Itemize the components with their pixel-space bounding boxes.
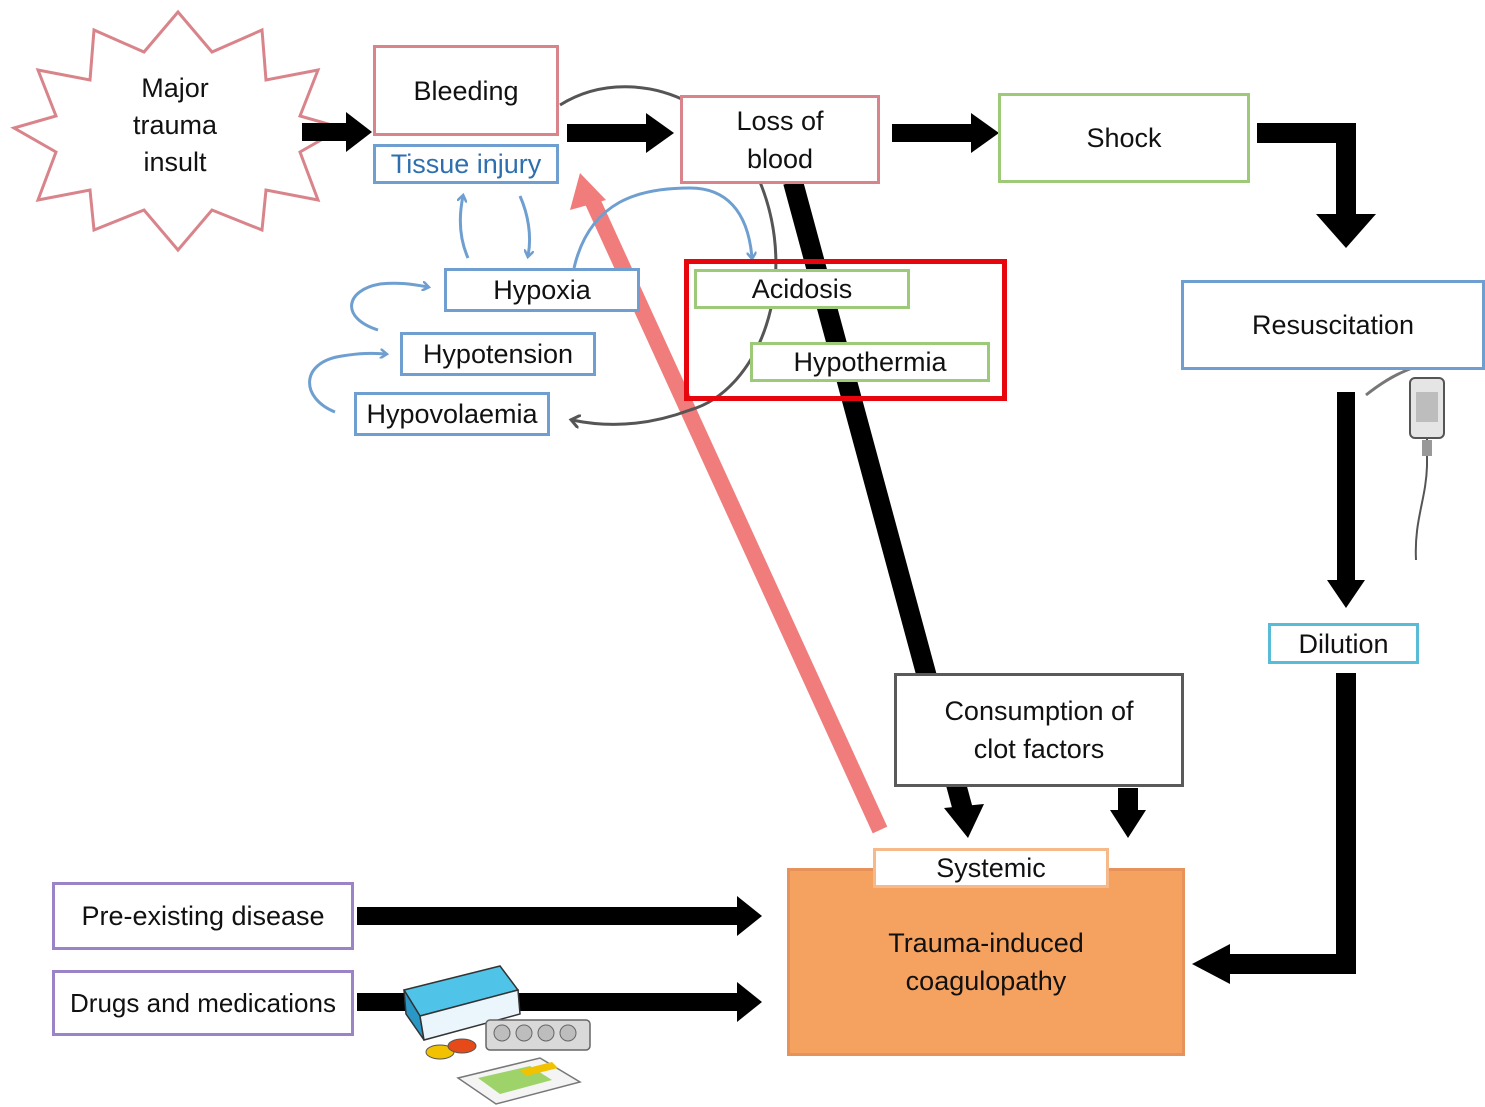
arrow-coagulopathy-feedback: [584, 196, 888, 834]
bleeding-box: Bleeding: [373, 45, 559, 136]
acidosis-box: Acidosis: [694, 269, 910, 309]
coagulopathy-box: Trauma-induced coagulopathy: [787, 868, 1185, 1056]
arrow-hypovolaemia-to-hypotension: [308, 353, 386, 414]
systemic-box: Systemic: [873, 848, 1109, 888]
dilution-box: Dilution: [1268, 623, 1419, 664]
major-trauma-label: Major trauma insult: [132, 73, 218, 177]
hypoxia-box: Hypoxia: [444, 268, 640, 312]
arc-bleeding-to-loss: [559, 85, 691, 107]
shock-box: Shock: [998, 93, 1250, 183]
arrow-hypoxia-to-tissue: [460, 196, 470, 259]
loss-of-blood-box: Loss of blood: [680, 95, 880, 184]
starburst-shape: [10, 9, 346, 253]
drugs-medications-box: Drugs and medications: [52, 970, 354, 1036]
resuscitation-box: Resuscitation: [1181, 280, 1485, 370]
arrow-hypotension-to-hypoxia: [350, 283, 428, 332]
highlight-frame: [684, 259, 1007, 401]
consumption-box: Consumption of clot factors: [894, 673, 1184, 787]
hypotension-box: Hypotension: [400, 332, 596, 376]
pills-icon: [425, 1019, 591, 1105]
hypovolaemia-box: Hypovolaemia: [354, 392, 550, 436]
arrow-shock-to-resuscitation: [1257, 123, 1356, 218]
hypothermia-box: Hypothermia: [750, 342, 990, 382]
arrow-tissue-to-hypoxia: [518, 195, 530, 256]
pre-existing-disease-box: Pre-existing disease: [52, 882, 354, 950]
tissue-injury-box: Tissue injury: [373, 144, 559, 184]
arrow-dilution-to-coagulopathy: [1226, 673, 1356, 974]
arrow-hypoxia-to-acidosis: [572, 186, 752, 269]
iv-drip-bag-icon: [1365, 364, 1445, 561]
medication-box-icon: [402, 965, 521, 1041]
